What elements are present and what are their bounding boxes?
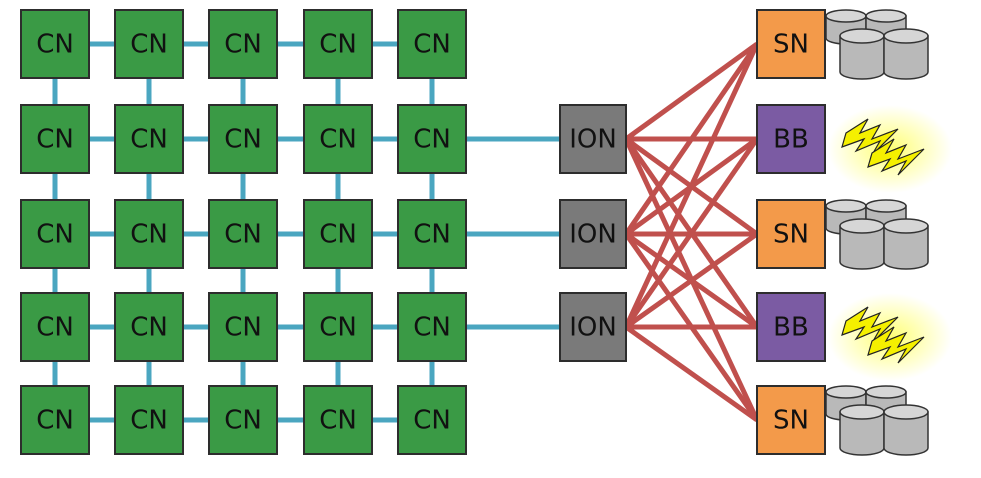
- fabric-link: [624, 324, 759, 423]
- compute-node-label: CN: [224, 313, 262, 343]
- io-node-label: ION: [569, 125, 617, 155]
- compute-node: CN: [114, 104, 184, 174]
- disk-stack-icon: [825, 385, 929, 456]
- burst-buffer-label: BB: [773, 125, 809, 155]
- compute-node-label: CN: [224, 220, 262, 250]
- compute-node: CN: [397, 104, 467, 174]
- io-node: ION: [559, 199, 627, 269]
- compute-node-label: CN: [36, 125, 74, 155]
- compute-node-label: CN: [319, 30, 357, 60]
- compute-node: CN: [397, 385, 467, 455]
- fabric-link: [623, 137, 760, 329]
- compute-node-label: CN: [413, 313, 451, 343]
- storage-node: SN: [756, 199, 826, 269]
- storage-node: SN: [756, 9, 826, 79]
- lightning-icon: [828, 293, 952, 381]
- compute-grid-links: [52, 41, 435, 423]
- compute-node: CN: [20, 292, 90, 362]
- compute-node-label: CN: [319, 313, 357, 343]
- compute-node-label: CN: [413, 406, 451, 436]
- compute-node: CN: [397, 9, 467, 79]
- compute-node: CN: [208, 199, 278, 269]
- storage-node-label: SN: [773, 406, 809, 436]
- compute-node-label: CN: [319, 125, 357, 155]
- fabric-link: [623, 42, 760, 329]
- disk-cylinder: [883, 404, 929, 456]
- compute-node: CN: [20, 104, 90, 174]
- storage-fabric-links: [623, 41, 760, 423]
- fabric-link: [624, 41, 759, 142]
- io-node: ION: [559, 292, 627, 362]
- compute-node: CN: [303, 199, 373, 269]
- compute-node: CN: [303, 385, 373, 455]
- compute-node-label: CN: [36, 313, 74, 343]
- storage-node-label: SN: [773, 30, 809, 60]
- compute-node: CN: [208, 104, 278, 174]
- storage-node-label: SN: [773, 220, 809, 250]
- compute-node: CN: [303, 104, 373, 174]
- disk-stack-icon: [825, 9, 929, 80]
- compute-node: CN: [114, 292, 184, 362]
- disk-stack-icon: [825, 199, 929, 270]
- compute-node-label: CN: [130, 313, 168, 343]
- compute-node: CN: [397, 292, 467, 362]
- compute-node-label: CN: [413, 220, 451, 250]
- disk-cylinder: [839, 28, 885, 80]
- compute-node-label: CN: [36, 220, 74, 250]
- compute-node: CN: [114, 9, 184, 79]
- disk-cylinder: [883, 218, 929, 270]
- storage-icons: [825, 9, 952, 456]
- compute-node: CN: [20, 9, 90, 79]
- compute-node-label: CN: [36, 406, 74, 436]
- storage-node: SN: [756, 385, 826, 455]
- compute-node-label: CN: [224, 30, 262, 60]
- io-node-label: ION: [569, 220, 617, 250]
- io-node-label: ION: [569, 313, 617, 343]
- compute-node: CN: [303, 9, 373, 79]
- compute-node: CN: [114, 199, 184, 269]
- disk-cylinder: [839, 404, 885, 456]
- lightning-icon: [828, 105, 952, 193]
- compute-node-label: CN: [224, 406, 262, 436]
- disk-cylinder: [883, 28, 929, 80]
- compute-node: CN: [397, 199, 467, 269]
- burst-buffer-node: BB: [756, 104, 826, 174]
- compute-node-label: CN: [130, 30, 168, 60]
- compute-node: CN: [303, 292, 373, 362]
- compute-node-label: CN: [36, 30, 74, 60]
- compute-node-label: CN: [319, 220, 357, 250]
- compute-node-label: CN: [130, 125, 168, 155]
- fabric-link: [624, 231, 759, 330]
- burst-buffer-node: BB: [756, 292, 826, 362]
- compute-node: CN: [208, 9, 278, 79]
- fabric-link: [623, 42, 760, 236]
- burst-buffer-label: BB: [773, 313, 809, 343]
- compute-node-label: CN: [224, 125, 262, 155]
- disk-cylinder: [839, 218, 885, 270]
- compute-node-label: CN: [413, 30, 451, 60]
- compute-node: CN: [208, 292, 278, 362]
- compute-node-label: CN: [319, 406, 357, 436]
- compute-node: CN: [208, 385, 278, 455]
- nodes: CN CN CN CN CN CN CN CN CN CN CN CN CN CN CN CN CN CN CN CN…: [20, 9, 826, 455]
- ion-uplinks: [466, 136, 560, 330]
- io-node: ION: [559, 104, 627, 174]
- compute-node-label: CN: [413, 125, 451, 155]
- compute-node-label: CN: [130, 220, 168, 250]
- compute-node: CN: [114, 385, 184, 455]
- compute-node: CN: [20, 385, 90, 455]
- compute-node-label: CN: [130, 406, 168, 436]
- compute-node: CN: [20, 199, 90, 269]
